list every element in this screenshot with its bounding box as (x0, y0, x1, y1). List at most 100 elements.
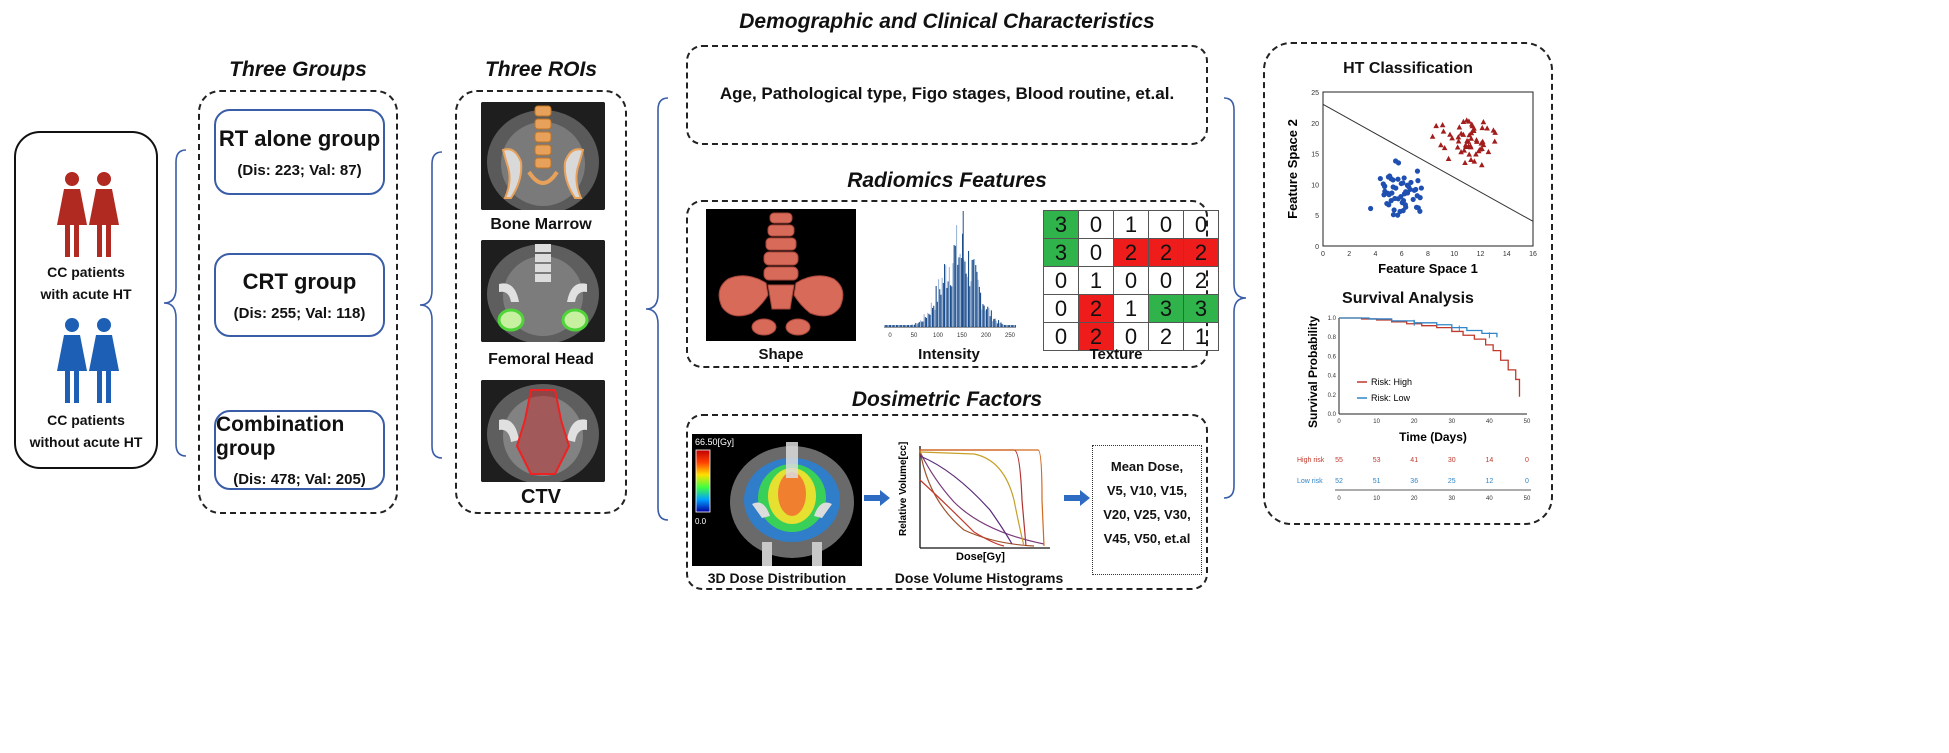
km-x-tick: 10 (1373, 419, 1380, 425)
scatter-point-blue (1400, 197, 1407, 204)
histogram-bar (938, 279, 940, 327)
histogram-bar (888, 325, 890, 327)
texture-cell: 3 (1148, 294, 1184, 323)
histogram-bar (1012, 325, 1014, 327)
dosimetric-title: Dosimetric Factors (851, 388, 1043, 411)
scatter-point-red (1456, 124, 1463, 130)
histogram-bar (1006, 325, 1008, 327)
texture-cell: 0 (1148, 210, 1184, 239)
decision-boundary (1322, 103, 1534, 222)
histogram-bar (959, 253, 961, 327)
scatter-point-red (1445, 155, 1452, 161)
histogram-bar (911, 324, 913, 327)
texture-cell: 3 (1183, 294, 1219, 323)
dosimetric-label-dose: 3D Dose Distribution (707, 570, 847, 586)
radiomics-label-intensity: Intensity (918, 346, 980, 363)
roi-label-bone-marrow: Bone Marrow (490, 216, 592, 233)
scatter-x-tick: 10 (1450, 251, 1458, 258)
histogram-bar (966, 276, 968, 327)
texture-cell: 0 (1043, 266, 1079, 295)
scatter-x-tick: 14 (1503, 251, 1511, 258)
km-curve-high (1339, 317, 1521, 397)
scatter-point-blue (1403, 189, 1409, 195)
histogram-bar (929, 314, 931, 327)
groups-panel (198, 90, 398, 514)
texture-cell: 2 (1078, 322, 1114, 351)
histogram-bar (1010, 325, 1012, 327)
km-x-tick: 30 (1448, 419, 1455, 425)
scatter-point-red (1465, 138, 1472, 144)
scatter-point-red (1491, 138, 1498, 144)
scatter-point-red (1471, 158, 1478, 164)
texture-cell: 2 (1148, 238, 1184, 267)
scatter-ylabel: Feature Space 2 (1285, 119, 1300, 219)
scatter-point-red (1449, 135, 1455, 141)
scatter-point-red (1463, 117, 1470, 123)
km-y-tick: 0.6 (1328, 354, 1337, 360)
histogram-bar (978, 286, 980, 327)
histogram-bar (965, 273, 967, 327)
women-with-ht-icon (57, 172, 119, 257)
risk-label-high: High risk (1297, 457, 1325, 464)
histogram-bar (989, 316, 991, 327)
texture-cell: 2 (1183, 238, 1219, 267)
histogram-bar (939, 289, 941, 327)
brace-1 (163, 149, 187, 457)
roi-label-ctv: CTV (521, 486, 561, 508)
scatter-x-tick: 4 (1374, 251, 1378, 258)
scatter-y-tick: 0 (1315, 244, 1319, 251)
scatter-point-red (1479, 162, 1485, 168)
risk-label-low: Low risk (1297, 478, 1323, 485)
texture-cell: 0 (1078, 238, 1114, 267)
histogram-bar (1013, 325, 1015, 327)
group-counts: (Dis: 223; Val: 87) (237, 161, 362, 179)
histogram-bar (898, 325, 900, 327)
risk-value-high: 55 (1335, 457, 1343, 464)
scatter-point-blue (1368, 205, 1374, 212)
clinical-panel (686, 45, 1208, 145)
histogram-bar (915, 322, 917, 327)
texture-cell: 2 (1148, 322, 1184, 351)
scatter-point-red (1441, 144, 1448, 151)
risk-value-low: 51 (1373, 478, 1381, 485)
histogram-bar (950, 285, 952, 327)
km-x-tick: 50 (1524, 419, 1531, 425)
brace-3 (645, 97, 669, 521)
scatter-point-blue (1415, 178, 1421, 184)
histogram-bar (969, 286, 971, 327)
histogram-bar (951, 286, 953, 327)
scatter-point-blue (1402, 202, 1408, 208)
risk-value-high: 41 (1410, 457, 1418, 464)
histogram-bar (890, 325, 892, 327)
histogram-tick-label: 0 (888, 333, 892, 339)
histogram-bar (987, 306, 989, 327)
dosimetric-panel (686, 414, 1208, 590)
brace-4 (1223, 97, 1247, 499)
risk-value-low: 52 (1335, 478, 1343, 485)
scatter-point-red (1462, 142, 1469, 148)
scatter-point-red (1484, 125, 1490, 131)
histogram-tick-label: 100 (933, 333, 944, 339)
risk-tick: 10 (1373, 496, 1380, 502)
histogram-bar (982, 304, 984, 327)
patients-with-ht-label: CC patients with acute HT (40, 264, 132, 302)
dvh-ylabel: Relative Volume[cc] (898, 442, 909, 536)
histogram-bar (975, 265, 977, 327)
risk-tick: 0 (1337, 496, 1341, 502)
histogram-bar (927, 312, 929, 327)
group-crt: CRT group (Dis: 255; Val: 118) (214, 253, 385, 337)
scatter-point-blue (1414, 168, 1421, 174)
km-ylabel: Survival Probability (1306, 316, 1320, 428)
histogram-bar (921, 321, 923, 327)
scatter-point-blue (1395, 212, 1401, 218)
scatter-point-blue (1381, 192, 1387, 198)
histogram-tick-label: 250 (1005, 333, 1016, 339)
roi-label-femoral-head: Femoral Head (488, 351, 594, 368)
histogram-bar (917, 323, 919, 327)
texture-cell: 1 (1183, 322, 1219, 351)
histogram-bar (914, 324, 916, 327)
results-panel (1263, 42, 1553, 525)
km-xlabel: Time (Days) (1399, 430, 1467, 444)
